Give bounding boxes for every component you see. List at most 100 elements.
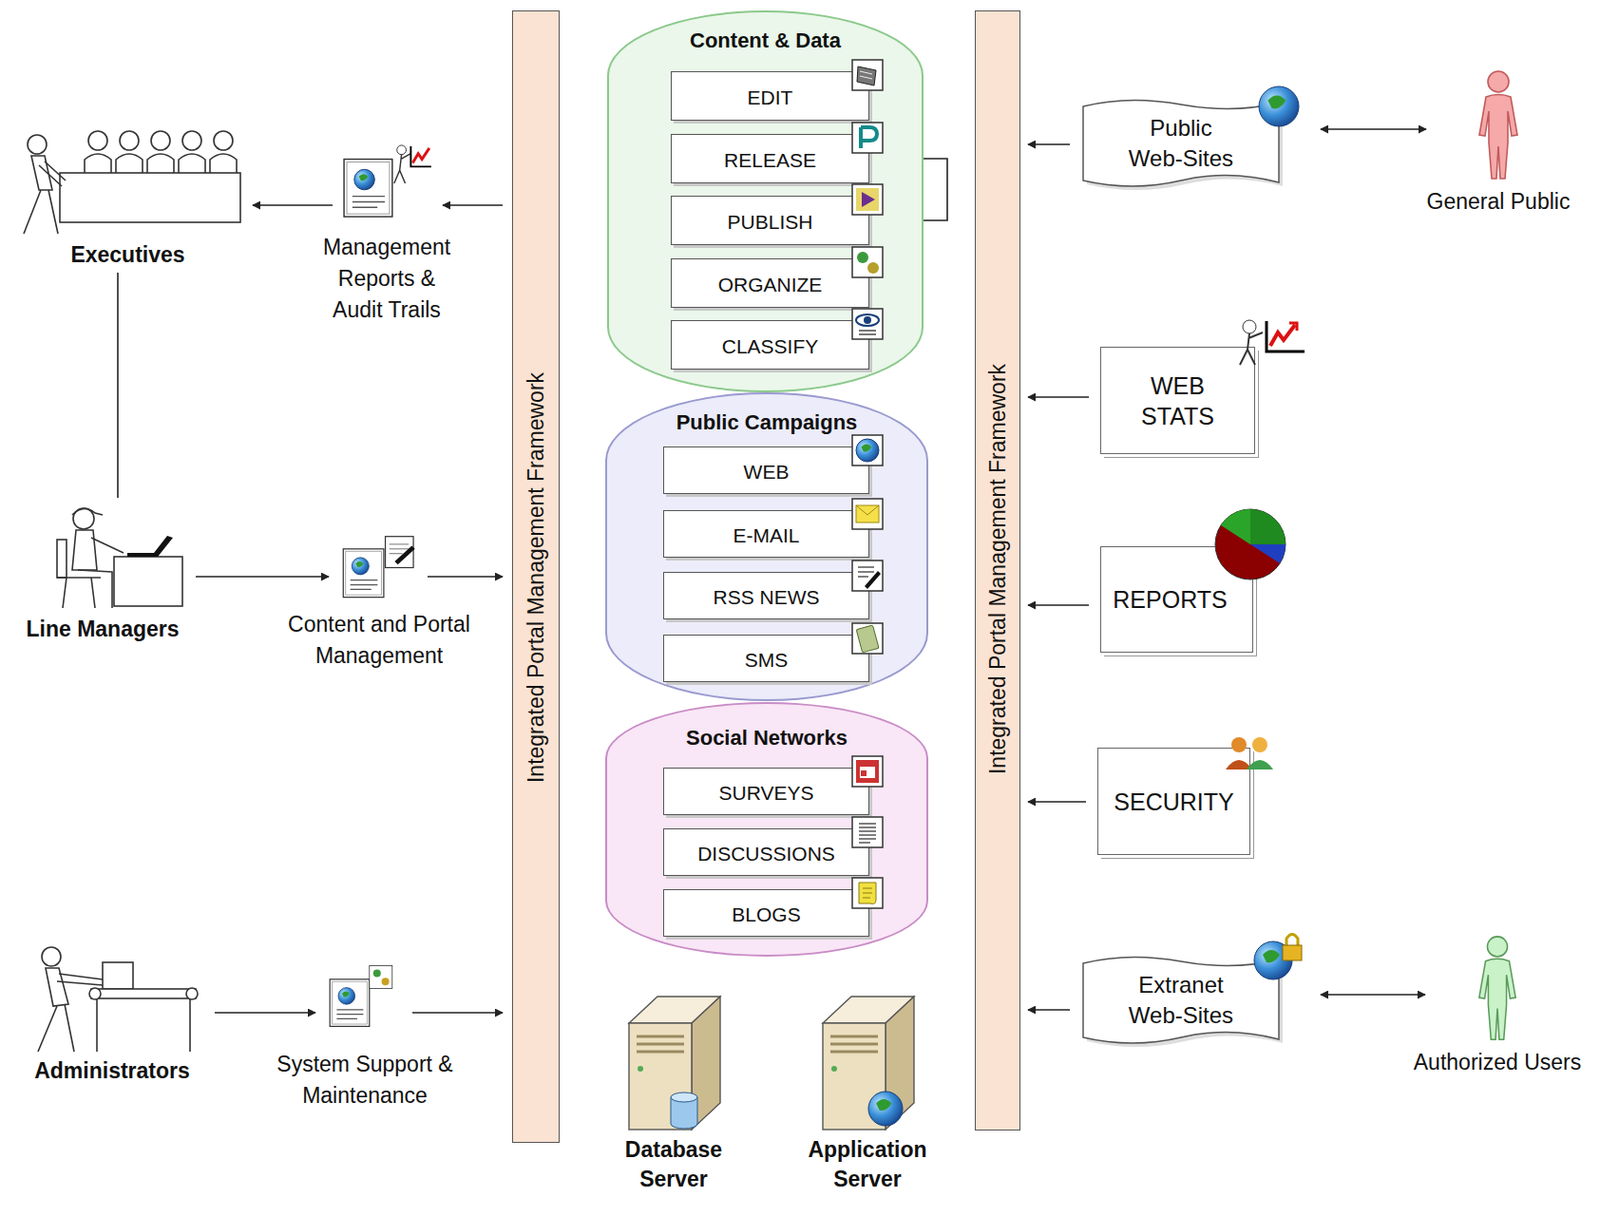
caption-label: System Support & Maintenance: [246, 1048, 484, 1112]
caption-label: Management Reports & Audit Trails: [315, 231, 458, 326]
item-icon: [851, 121, 884, 154]
figure-illustration: [800, 983, 934, 1136]
caption-label: Application Server: [800, 1135, 934, 1195]
management-document: Content and Portal Management: [340, 533, 419, 603]
connector-arrow: [252, 204, 333, 207]
figure-illustration: [15, 501, 191, 614]
connector-arrow: [1320, 128, 1427, 131]
item-label: CLASSIFY: [722, 331, 820, 359]
band-label: Integrated Portal Management Framework: [985, 363, 1011, 775]
caption-label: General Public: [1408, 186, 1589, 218]
connector-arrow: [1028, 604, 1089, 607]
group-heading: Content & Data: [609, 27, 922, 55]
figure-illustration: [1459, 933, 1536, 1044]
item-label: RSS NEWS: [712, 582, 820, 610]
item-icon: [851, 559, 884, 592]
module-icon: [1213, 506, 1288, 583]
group-heading: Public Campaigns: [607, 409, 927, 437]
item-label: ORGANIZE: [718, 269, 823, 297]
item-box: RELEASE: [670, 133, 870, 184]
item-label: DISCUSSIONS: [697, 838, 836, 866]
item-icon: [851, 622, 884, 655]
item-box: RSS NEWS: [663, 571, 870, 620]
application-server: Application Server: [800, 983, 934, 1195]
item-label: RELEASE: [723, 145, 817, 172]
item-label: E-MAIL: [732, 520, 800, 548]
caption-label: Executives: [10, 239, 246, 271]
item-box: SURVEYS: [663, 767, 870, 816]
item-label: SURVEYS: [719, 778, 815, 805]
item-icon: [851, 876, 884, 910]
item-icon: [851, 497, 884, 531]
connector-arrow: [1028, 396, 1089, 399]
connector-arrow: [195, 575, 329, 578]
line-manager-figure: Line Managers: [15, 501, 191, 646]
module-icon: [1250, 928, 1307, 985]
item-box: PUBLISH: [670, 195, 870, 246]
figure-illustration: [340, 533, 419, 603]
item-label: BLOGS: [731, 899, 800, 927]
connector-arrow: [1320, 993, 1426, 996]
caption-label: Database Server: [607, 1135, 741, 1195]
caption-label: Line Managers: [15, 613, 191, 646]
framework-band: Integrated Portal Management Framework: [974, 10, 1021, 1131]
report-document: Management Reports & Audit Trails: [340, 142, 434, 221]
connector-arrow: [1028, 800, 1086, 803]
item-icon: [851, 434, 884, 467]
executives-figure: Executives: [10, 127, 246, 271]
figure-illustration: [10, 127, 246, 240]
module-label: WEB STATS: [1124, 370, 1232, 432]
item-box: DISCUSSIONS: [663, 828, 870, 877]
caption-label: Administrators: [15, 1055, 210, 1087]
extranet-document: Extranet Web-Sites: [1081, 953, 1281, 1047]
module-icon: [1256, 83, 1302, 130]
item-icon: [851, 755, 884, 788]
connector-arrow: [427, 575, 503, 578]
connector-arrow: [1028, 143, 1070, 146]
item-label: PUBLISH: [727, 207, 814, 234]
module-icon: [1234, 317, 1306, 367]
item-icon: [851, 183, 884, 216]
connector-arrow: [442, 204, 503, 207]
module-box: SECURITY: [1097, 747, 1251, 856]
group-heading: Social Networks: [607, 724, 927, 752]
figure-illustration: [15, 943, 210, 1056]
authorized-user-figure: Authorized Users: [1459, 933, 1536, 1044]
figure-illustration: [1460, 68, 1537, 183]
item-box: EDIT: [670, 71, 870, 121]
figure-illustration: [607, 983, 741, 1136]
module-box: WEB STATS: [1100, 346, 1256, 455]
website-document: Public Web-Sites: [1081, 96, 1281, 190]
connector-arrow: [214, 1011, 316, 1014]
framework-band: Integrated Portal Management Framework: [512, 10, 560, 1143]
figure-illustration: [340, 142, 434, 221]
item-box: E-MAIL: [663, 510, 870, 558]
module-box: REPORTS: [1100, 546, 1254, 653]
database-server: Database Server: [607, 983, 741, 1195]
website-label: Extranet Web-Sites: [1122, 970, 1241, 1031]
module-icon: [1223, 735, 1276, 772]
module-label: REPORTS: [1104, 584, 1238, 615]
connector-line: [116, 272, 119, 498]
item-icon: [851, 816, 884, 849]
item-label: SMS: [744, 645, 789, 672]
wavy-document-shape: [1081, 96, 1281, 190]
item-box: SMS: [663, 634, 870, 683]
item-label: EDIT: [747, 82, 794, 110]
social-group: Social NetworksSURVEYS DISCUSSIONS BLOGS: [605, 702, 929, 957]
figure-illustration: [326, 964, 403, 1031]
item-box: CLASSIFY: [670, 320, 870, 370]
support-document: System Support & Maintenance: [326, 964, 403, 1031]
module-label: SECURITY: [1103, 786, 1246, 818]
item-icon: [851, 246, 884, 279]
item-box: BLOGS: [663, 889, 870, 937]
caption-label: Content and Portal Management: [260, 609, 498, 672]
connector-arrow: [1028, 1009, 1070, 1011]
wavy-document-shape: [1081, 953, 1281, 1047]
item-label: WEB: [743, 457, 790, 484]
campaign-group: Public CampaignsWEB E-MAIL RSS NEWS SMS: [605, 392, 929, 702]
public-user-figure: General Public: [1460, 68, 1537, 183]
band-label: Integrated Portal Management Framework: [523, 372, 550, 783]
item-icon: [851, 58, 884, 92]
